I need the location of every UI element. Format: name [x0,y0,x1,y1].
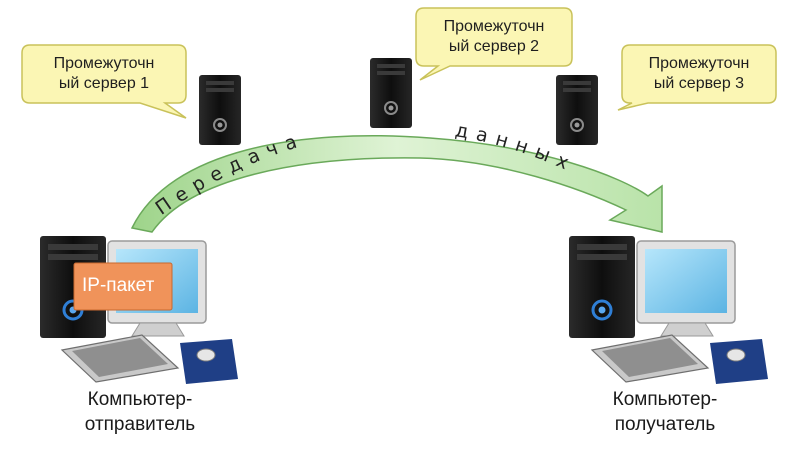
server-2-label: Промежуточн ый сервер 2 [443,18,545,55]
receiver-keyboard [590,334,710,383]
ip-packet [73,262,173,311]
callout-server-1 [21,44,187,119]
receiver-monitor [636,240,736,337]
callout-server-2 [415,7,573,81]
transfer-arc-arrow [130,135,663,233]
receiver-tower [569,236,635,338]
server-3-tower [556,75,598,145]
server-2-tower [370,58,412,128]
server-3-label: Промежуточн ый сервер 3 [648,55,750,92]
receiver-computer [569,236,768,384]
sender-keyboard [60,334,180,383]
sender-label: Компьютер- отправитель [84,389,196,435]
receiver-mousepad [710,339,768,384]
server-1-tower [199,75,241,145]
callout-server-3 [617,44,777,111]
sender-mousepad [180,339,238,384]
sender-tower [40,236,106,338]
ip-packet-label: IP-пакет [82,275,155,296]
receiver-label: Компьютер- получатель [612,389,718,435]
server-1-label: Промежуточн ый сервер 1 [53,55,155,92]
